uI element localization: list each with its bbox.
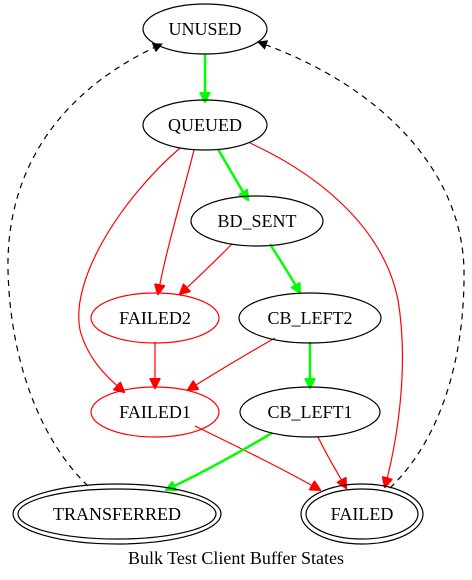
node-transferred-label: TRANSFERRED xyxy=(53,504,181,524)
node-queued: QUEUED xyxy=(142,99,268,151)
edge-cbleft1-failed xyxy=(317,436,346,488)
edge-transferred-unused xyxy=(7,43,163,487)
node-cb-left1-label: CB_LEFT1 xyxy=(267,402,352,422)
node-transferred: TRANSFERRED xyxy=(12,483,222,545)
node-cb-left2-label: CB_LEFT2 xyxy=(267,308,352,328)
edge-queued-bdsent xyxy=(216,148,248,200)
edge-queued-failed2 xyxy=(158,149,195,294)
node-unused-label: UNUSED xyxy=(168,19,241,39)
edge-bdsent-cbleft2 xyxy=(268,243,300,293)
node-bd-sent-label: BD_SENT xyxy=(217,211,296,231)
node-failed: FAILED xyxy=(300,483,424,545)
edge-failed-unused xyxy=(257,40,465,489)
edge-bdsent-failed2 xyxy=(180,243,233,294)
node-cb-left2: CB_LEFT2 xyxy=(238,292,382,344)
node-failed2-label: FAILED2 xyxy=(119,308,191,328)
node-failed1-label: FAILED1 xyxy=(119,402,191,422)
node-cb-left1: CB_LEFT1 xyxy=(239,386,381,438)
edge-queued-failed xyxy=(249,142,404,487)
edge-queued-failed1 xyxy=(78,147,181,392)
node-failed-label: FAILED xyxy=(331,504,394,524)
edge-cbleft2-failed1 xyxy=(188,337,276,390)
node-unused: UNUSED xyxy=(142,3,268,55)
edge-cbleft1-transferred xyxy=(166,431,273,490)
node-queued-label: QUEUED xyxy=(168,115,242,135)
node-failed1: FAILED1 xyxy=(90,386,220,438)
edge-failed1-failed xyxy=(194,425,320,490)
node-bd-sent: BD_SENT xyxy=(190,195,324,247)
graph-title: Bulk Test Client Buffer States xyxy=(128,548,344,568)
node-failed2: FAILED2 xyxy=(90,292,220,344)
